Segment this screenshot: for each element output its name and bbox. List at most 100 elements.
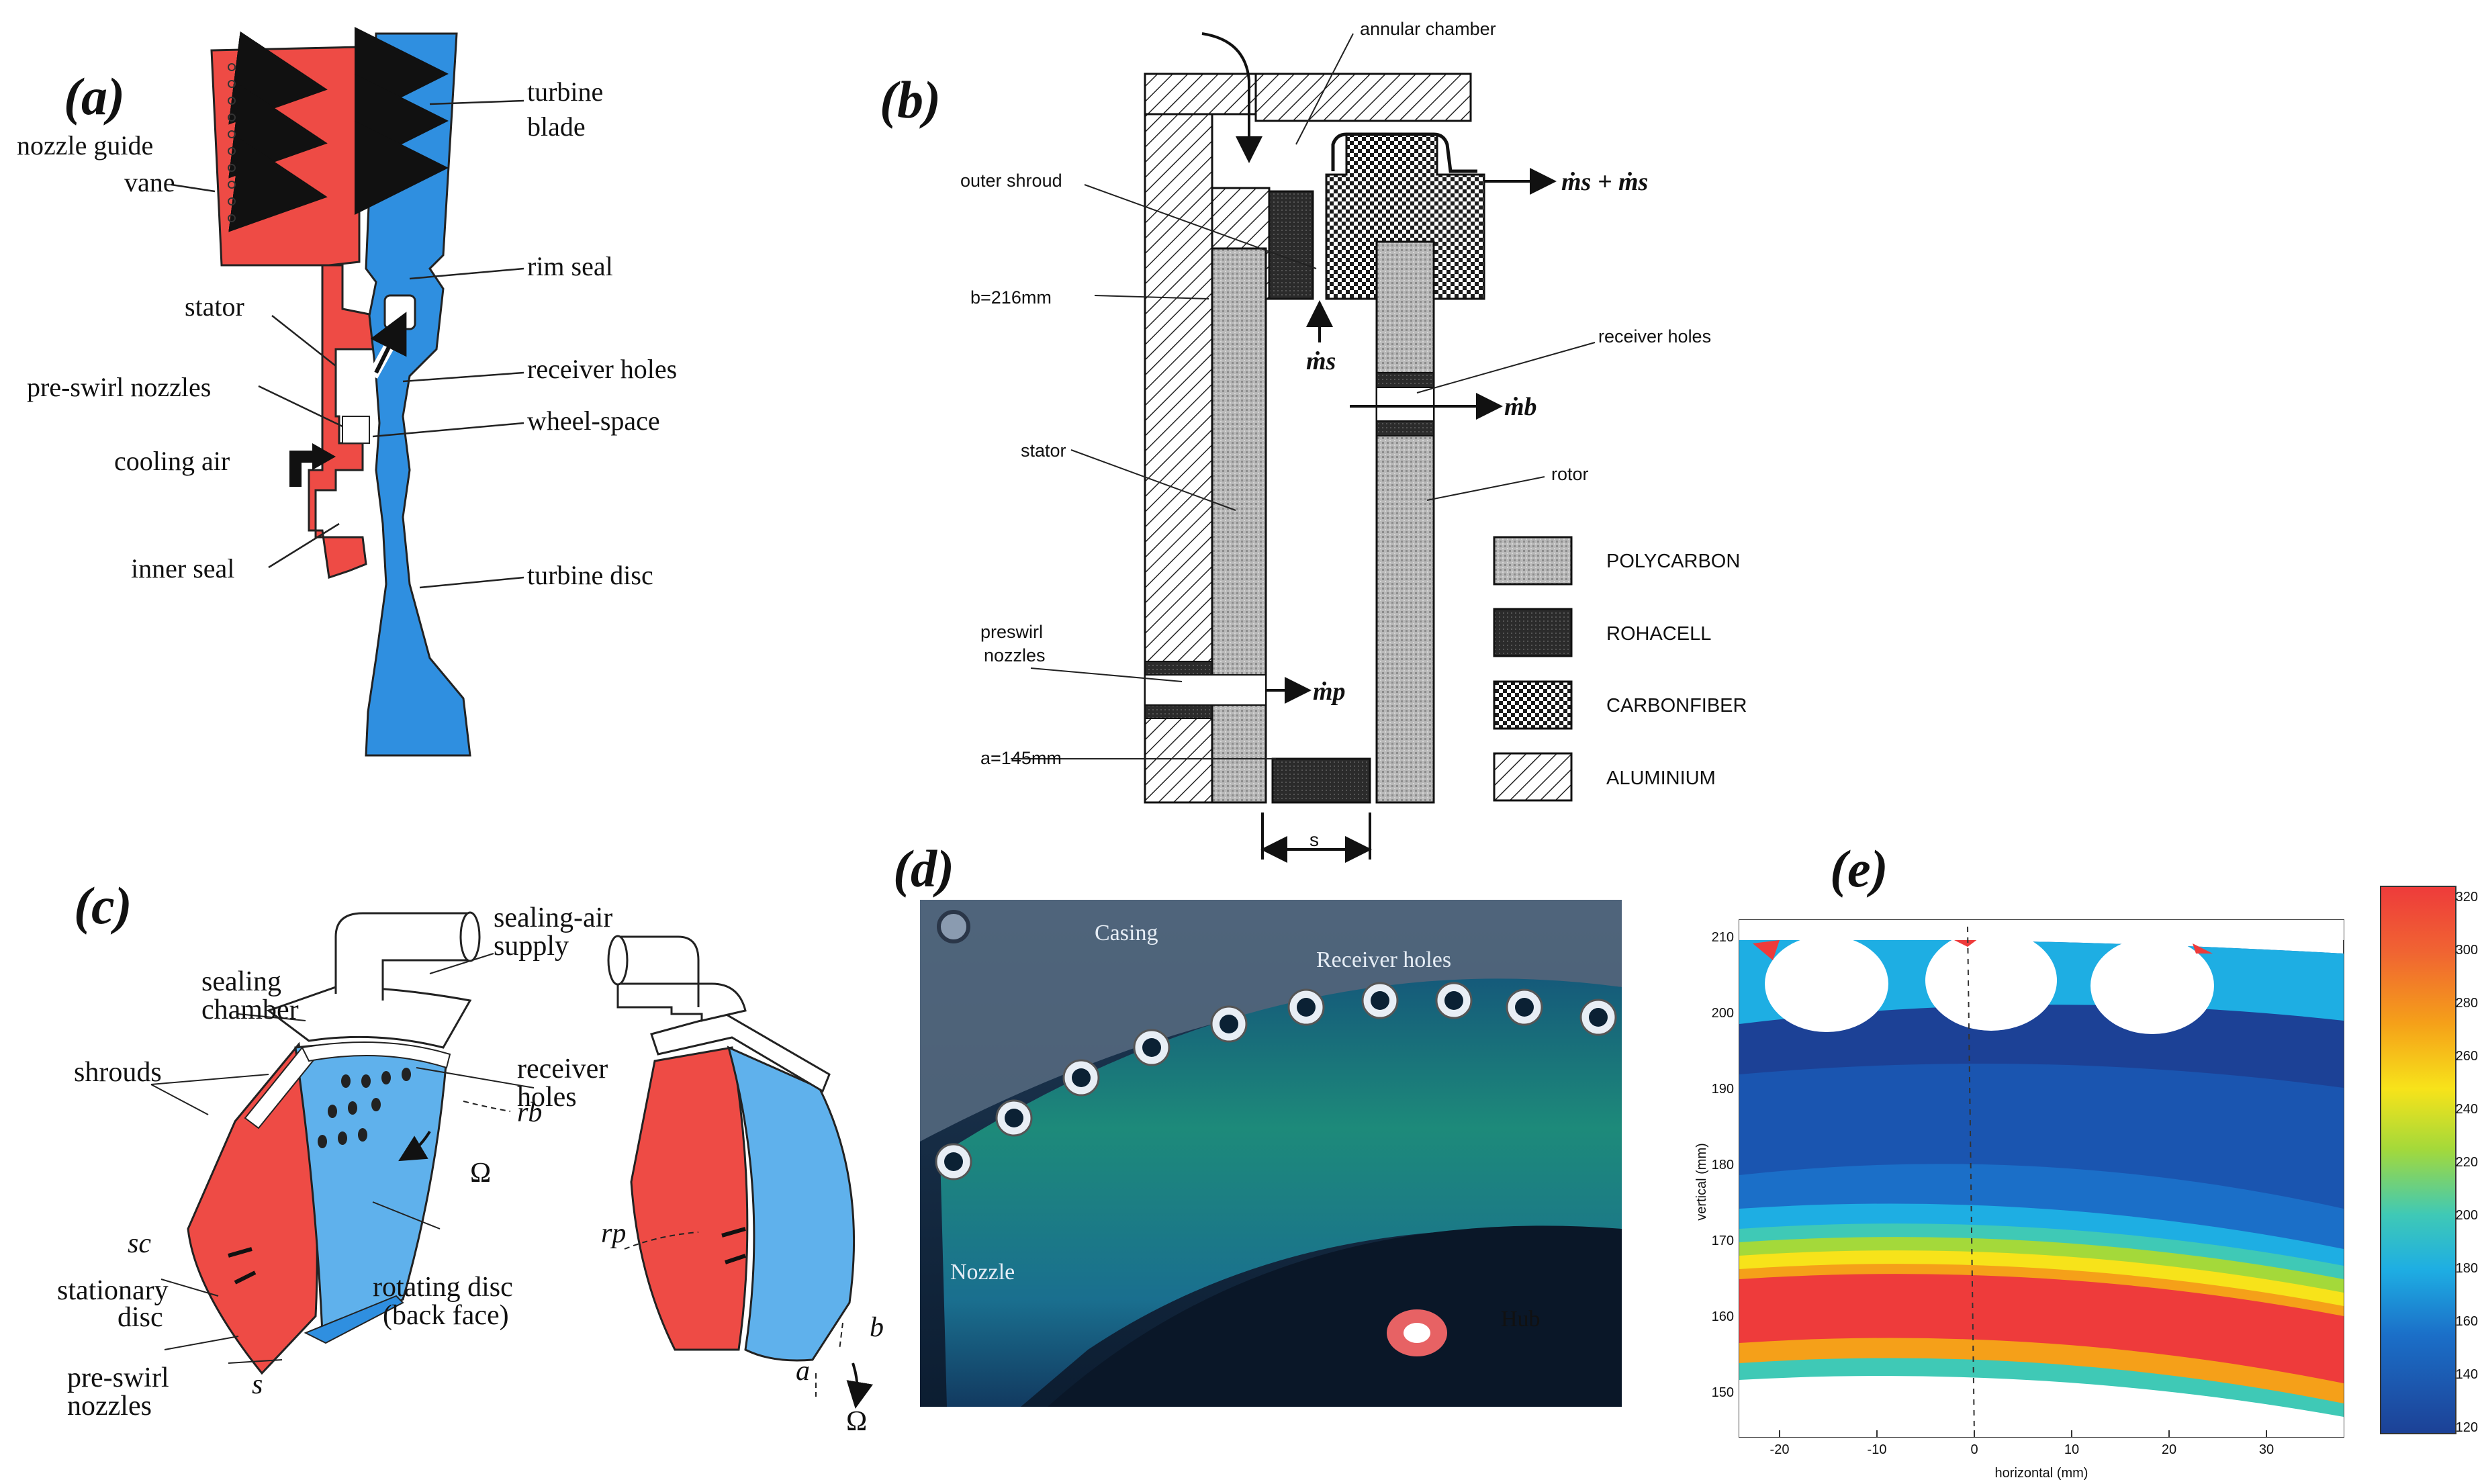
label-m-s: ṁs (1306, 347, 1336, 375)
colorbar-tick-label: 200 (2456, 1208, 2478, 1223)
label-m-p: ṁp (1313, 678, 1346, 706)
legend-label-rohacell: ROHACELL (1606, 623, 1711, 645)
x-axis-label: horizontal (mm) (1995, 1466, 2088, 1481)
label-receiver-holes: receiver holes (527, 354, 677, 384)
cooling-air-arrow (289, 451, 316, 487)
label-nozzles: nozzles (984, 645, 1046, 665)
label-sealing: sealing (201, 966, 281, 997)
legend-swatch-polycarbon (1493, 536, 1573, 586)
label-s-gap: s (1309, 829, 1319, 850)
label-rim-seal: rim seal (527, 251, 613, 281)
label-omega-right: Ω (846, 1406, 867, 1437)
label-rotor-b: rotor (1551, 464, 1589, 484)
label-outer-shroud: outer shroud (960, 171, 1062, 191)
panel-c-label: (c) (74, 876, 132, 935)
colorbar (2380, 886, 2456, 1434)
receiver-hole-gap (1376, 387, 1434, 422)
legend-label-aluminium: ALUMINIUM (1606, 768, 1716, 789)
label-nozzles-c: nozzles (67, 1391, 152, 1422)
y-tick-label: 180 (1712, 1158, 1734, 1172)
label-cooling-air: cooling air (114, 446, 230, 476)
colorbar-tick-label: 140 (2456, 1367, 2478, 1382)
label-receiver-holes-b: receiver holes (1598, 326, 1711, 346)
cooling-holes-dots (228, 63, 236, 222)
label-r-p: rp (601, 1218, 626, 1249)
colorbar-tick-label: 300 (2456, 943, 2478, 958)
label-m-b: ṁb (1504, 393, 1537, 421)
aluminium-top-left (1144, 73, 1271, 115)
label-sealing-air: sealing-air (494, 902, 612, 933)
turbine-rotor-shape (365, 32, 471, 757)
label-receiver: receiver (517, 1054, 608, 1084)
sealing-air-supply-right (616, 982, 747, 1022)
colorbar-tick-label: 260 (2456, 1049, 2478, 1064)
panel-b-leader-lines (1011, 33, 1596, 759)
panel-d: (d) (893, 839, 1622, 1407)
label-b-radius: b=216mm (970, 287, 1052, 308)
contour-bands (1739, 920, 2344, 1437)
rohacell-base (1271, 757, 1371, 804)
rotating-disc-shape-right (727, 1046, 856, 1362)
omega-arrow-right (846, 1362, 873, 1409)
label-s-c: sc (128, 1228, 151, 1259)
receiver-rohacell-top (1376, 372, 1434, 388)
outer-shroud-channel (1331, 132, 1477, 173)
panel-d-label: (d) (893, 839, 954, 898)
colorbar-tick-label: 240 (2456, 1102, 2478, 1117)
colorbar-tick-label: 160 (2456, 1314, 2478, 1329)
label-r-b: rb (517, 1097, 542, 1128)
legend-swatch-carbonfiber (1493, 680, 1573, 730)
label-nozzle-guide: nozzle guide (17, 130, 153, 160)
label-blade: blade (527, 111, 586, 142)
label-receiver-holes-d: Receiver holes (1316, 947, 1451, 972)
preswirl-rohacell-top (1144, 661, 1213, 676)
supply-pipe-mouth-right (607, 935, 629, 986)
x-tick-label: 30 (2259, 1442, 2274, 1457)
label-a-c: a (796, 1356, 810, 1387)
label-turbine-disc: turbine disc (527, 560, 653, 590)
rotating-disc-edge (304, 1295, 404, 1344)
label-pre-swirl: pre-swirl (67, 1362, 169, 1393)
label-shrouds: shrouds (74, 1057, 162, 1088)
x-tick-label: -10 (1868, 1442, 1887, 1457)
label-turbine: turbine (527, 77, 603, 107)
panel-a: (a) (17, 27, 677, 757)
legend-label-polycarbon: POLYCARBON (1606, 551, 1740, 572)
panel-a-label: (a) (64, 67, 125, 126)
polycarbon-rotor (1375, 240, 1435, 804)
panel-c-leader-lines (150, 953, 535, 1364)
preswirl-nozzle-marks-right (721, 1227, 746, 1264)
y-tick-label: 170 (1712, 1234, 1734, 1248)
x-tick-label: -20 (1770, 1442, 1790, 1457)
colorbar-tick-label: 120 (2456, 1420, 2478, 1435)
omega-arrow-left (398, 1130, 431, 1162)
label-back-face: (back face) (383, 1300, 509, 1331)
label-supply: supply (494, 931, 569, 962)
y-tick-label: 160 (1712, 1309, 1734, 1324)
x-tick-label: 20 (2162, 1442, 2176, 1457)
y-tick-label: 150 (1712, 1385, 1734, 1400)
sealing-air-supply-pipe (334, 912, 471, 1001)
legend-label-carbonfiber: CARBONFIBER (1606, 695, 1747, 716)
panel-b-flow-arrows (1201, 32, 1557, 863)
panel-c-dashed-right (624, 1232, 843, 1397)
label-rotating-disc: rotating disc (373, 1272, 513, 1303)
label-holes: holes (517, 1082, 577, 1113)
wheel-space-gap (342, 416, 370, 444)
panel-e-label: (e) (1830, 839, 1888, 898)
label-m-out: ṁs + ṁs (1561, 168, 1648, 196)
label-annular-chamber: annular chamber (1360, 19, 1496, 39)
preswirl-rohacell-bottom (1144, 704, 1213, 719)
panel-c: (c) (57, 876, 884, 1437)
receiver-rohacell-bottom (1376, 420, 1434, 436)
label-stationary: stationary (57, 1275, 169, 1306)
cooling-air-arrowhead (312, 443, 336, 470)
preswirl-nozzle-marks (228, 1247, 257, 1285)
panel-b-legend: POLYCARBON ROHACELL CARBONFIBER ALUMINIU… (1493, 536, 1747, 802)
label-pre-swirl-nozzles: pre-swirl nozzles (27, 372, 211, 402)
stationary-disc-shape-right (630, 1046, 749, 1351)
receiver-flow-arrow (370, 312, 407, 374)
